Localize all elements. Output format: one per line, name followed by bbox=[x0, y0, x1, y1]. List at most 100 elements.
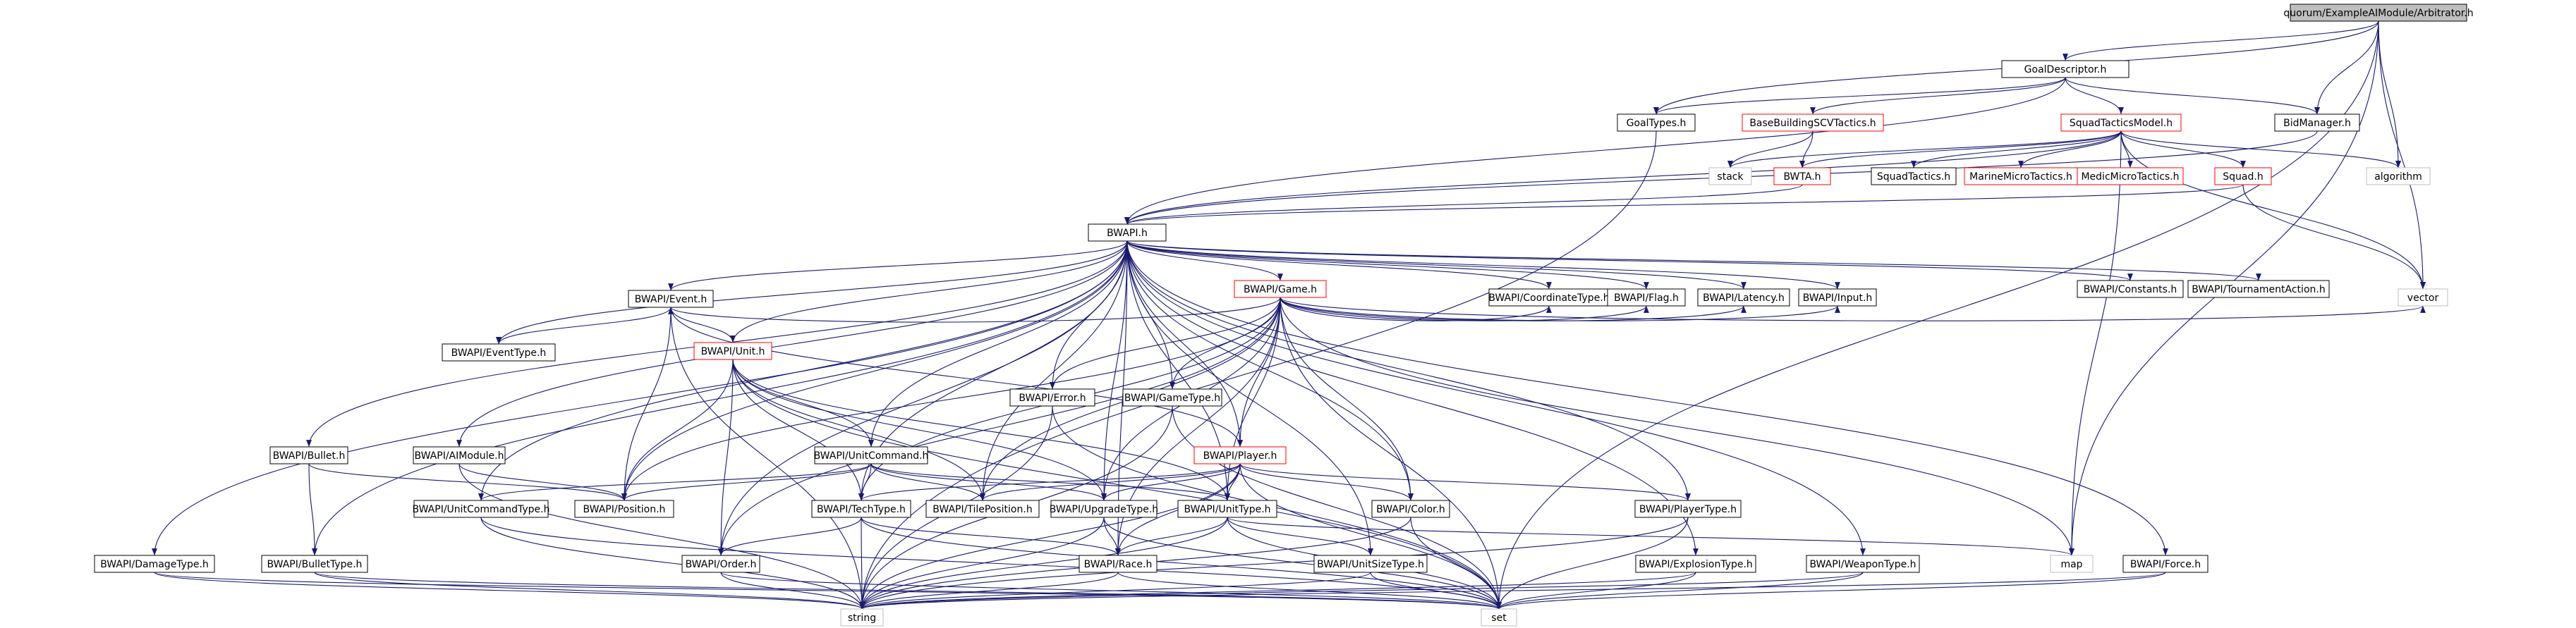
node-label: BWAPI/Constants.h bbox=[2084, 284, 2177, 295]
edge-bwapi-to-upgradetype bbox=[1101, 240, 1128, 501]
edge-arbitrator-to-vector bbox=[2378, 20, 2426, 290]
node-box bbox=[1481, 608, 1517, 627]
edge-bullettype-to-string bbox=[314, 572, 865, 610]
node-unittype[interactable]: BWAPI/UnitType.h bbox=[1177, 500, 1277, 518]
node-unitcommandtype[interactable]: BWAPI/UnitCommandType.h bbox=[413, 500, 550, 518]
node-algorithm: algorithm bbox=[2366, 167, 2431, 185]
node-marinemicro[interactable]: MarineMicroTactics.h bbox=[1964, 167, 2078, 185]
node-basebuilding[interactable]: BaseBuildingSCVTactics.h bbox=[1742, 113, 1884, 132]
edge-unit-to-order bbox=[718, 359, 734, 556]
edge-squadtacticsmodel-to-stack bbox=[1727, 130, 2122, 168]
node-label: BWAPI/Unit.h bbox=[701, 346, 765, 357]
node-bwta[interactable]: BWTA.h bbox=[1773, 167, 1831, 185]
node-label: BWAPI/UnitCommand.h bbox=[814, 450, 929, 462]
node-game[interactable]: BWAPI/Game.h bbox=[1234, 280, 1327, 298]
node-label: BWAPI/Color.h bbox=[1376, 504, 1445, 515]
node-event[interactable]: BWAPI/Event.h bbox=[628, 290, 714, 308]
node-tournament[interactable]: BWAPI/TournamentAction.h bbox=[2187, 280, 2330, 298]
node-label: quorum/ExampleAIModule/Arbitrator.h bbox=[2283, 8, 2473, 19]
node-bidmanager[interactable]: BidManager.h bbox=[2274, 113, 2360, 132]
node-coordtype[interactable]: BWAPI/CoordinateType.h bbox=[1488, 288, 1610, 307]
node-label: BWAPI/TournamentAction.h bbox=[2192, 284, 2325, 295]
node-techtype[interactable]: BWAPI/TechType.h bbox=[811, 500, 911, 518]
node-goaltypes[interactable]: GoalTypes.h bbox=[1617, 113, 1696, 132]
edge-upgradetype-to-string bbox=[859, 517, 1105, 610]
node-eventtype[interactable]: BWAPI/EventType.h bbox=[442, 343, 556, 362]
edge-order-to-string bbox=[720, 572, 865, 610]
node-box bbox=[442, 343, 556, 362]
edge-unitcommand-to-position bbox=[621, 463, 872, 501]
node-unitcommand[interactable]: BWAPI/UnitCommand.h bbox=[814, 446, 929, 464]
node-bullet[interactable]: BWAPI/Bullet.h bbox=[269, 446, 348, 464]
node-label: stack bbox=[1717, 171, 1744, 183]
node-upgradetype[interactable]: BWAPI/UpgradeType.h bbox=[1050, 500, 1158, 518]
edge-explosiontype-to-string bbox=[859, 572, 1696, 610]
edge-game-to-map bbox=[1280, 297, 2074, 556]
node-label: SquadTacticsModel.h bbox=[2070, 118, 2173, 129]
node-explosiontype[interactable]: BWAPI/ExplosionType.h bbox=[1635, 555, 1756, 573]
edge-game-to-gametype bbox=[1169, 297, 1281, 390]
node-flag[interactable]: BWAPI/Flag.h bbox=[1607, 288, 1686, 307]
node-gametype[interactable]: BWAPI/GameType.h bbox=[1122, 388, 1222, 407]
node-aimodule[interactable]: BWAPI/AIModule.h bbox=[413, 446, 506, 464]
edge-unittype-to-unitsizetype bbox=[1227, 517, 1373, 556]
edge-game-to-position bbox=[621, 297, 1281, 501]
edge-bullet-to-bullettype bbox=[308, 463, 317, 556]
edge-event-to-string bbox=[670, 307, 865, 610]
edge-bwapi-to-unitsizetype bbox=[1126, 240, 1373, 556]
node-input[interactable]: BWAPI/Input.h bbox=[1798, 288, 1877, 307]
edge-bullet-to-position bbox=[308, 463, 627, 501]
node-unit[interactable]: BWAPI/Unit.h bbox=[693, 342, 772, 360]
node-box bbox=[1050, 500, 1158, 518]
node-race[interactable]: BWAPI/Race.h bbox=[1079, 555, 1158, 573]
edge-aimodule-to-position bbox=[458, 463, 627, 501]
node-color[interactable]: BWAPI/Color.h bbox=[1371, 500, 1450, 518]
node-player[interactable]: BWAPI/Player.h bbox=[1193, 446, 1287, 464]
node-label: Squad.h bbox=[2223, 171, 2263, 183]
edge-bwapi-to-player bbox=[1126, 240, 1243, 448]
node-arbitrator[interactable]: quorum/ExampleAIModule/Arbitrator.h bbox=[2283, 4, 2474, 22]
edge-squadtacticsmodel-to-squad bbox=[2120, 130, 2246, 168]
edge-squadtacticsmodel-to-map bbox=[2069, 130, 2122, 556]
node-bullettype[interactable]: BWAPI/BulletType.h bbox=[261, 555, 368, 573]
node-error[interactable]: BWAPI/Error.h bbox=[1009, 388, 1095, 407]
node-weapontype[interactable]: BWAPI/WeaponType.h bbox=[1806, 555, 1920, 573]
edge-bwapi-to-tileposition bbox=[980, 240, 1128, 501]
node-squad[interactable]: Squad.h bbox=[2214, 167, 2272, 185]
node-squadtactics[interactable]: SquadTactics.h bbox=[1871, 167, 1957, 185]
edge-game-to-coordtype bbox=[1280, 297, 1552, 321]
node-damagetype[interactable]: BWAPI/DamageType.h bbox=[94, 555, 215, 573]
node-latency[interactable]: BWAPI/Latency.h bbox=[1697, 288, 1790, 307]
edge-squadtacticsmodel-to-marinemicro bbox=[2018, 130, 2122, 168]
edge-game-to-input bbox=[1280, 297, 1840, 321]
node-box bbox=[1773, 167, 1831, 185]
edge-damagetype-to-set bbox=[154, 572, 1502, 610]
node-label: BWAPI/WeaponType.h bbox=[1809, 559, 1916, 570]
node-box bbox=[1742, 113, 1884, 132]
node-box bbox=[811, 500, 911, 518]
edge-playertype-to-string bbox=[859, 517, 1689, 610]
edge-game-to-color bbox=[1280, 297, 1414, 501]
node-box bbox=[413, 500, 549, 518]
edge-game-to-set bbox=[1280, 297, 1502, 610]
node-unitsizetype[interactable]: BWAPI/UnitSizeType.h bbox=[1313, 555, 1428, 573]
node-label: BWAPI/Player.h bbox=[1203, 450, 1277, 462]
node-position[interactable]: BWAPI/Position.h bbox=[574, 500, 674, 518]
node-goaldescriptor[interactable]: GoalDescriptor.h bbox=[2001, 60, 2130, 78]
edge-squadtacticsmodel-to-bwapi bbox=[1124, 130, 2122, 225]
edge-squad-to-vector bbox=[2242, 184, 2426, 290]
edge-squadtacticsmodel-to-bwta bbox=[1799, 130, 2122, 168]
node-playertype[interactable]: BWAPI/PlayerType.h bbox=[1634, 500, 1742, 518]
node-box bbox=[1634, 500, 1742, 518]
node-squadtacticsmodel[interactable]: SquadTacticsModel.h bbox=[2060, 113, 2182, 132]
node-medicmicro[interactable]: MedicMicroTactics.h bbox=[2077, 167, 2184, 185]
node-force[interactable]: BWAPI/Force.h bbox=[2122, 555, 2209, 573]
edge-goaldescriptor-to-bwapi bbox=[1124, 77, 2066, 225]
node-tileposition[interactable]: BWAPI/TilePosition.h bbox=[925, 500, 1040, 518]
edge-bwapi-to-constants bbox=[1126, 240, 2133, 281]
edge-goaldescriptor-to-goaltypes bbox=[1653, 77, 2066, 115]
node-box bbox=[2290, 4, 2467, 22]
node-order[interactable]: BWAPI/Order.h bbox=[681, 555, 760, 573]
node-bwapi[interactable]: BWAPI.h bbox=[1088, 223, 1167, 242]
node-constants[interactable]: BWAPI/Constants.h bbox=[2077, 280, 2184, 298]
